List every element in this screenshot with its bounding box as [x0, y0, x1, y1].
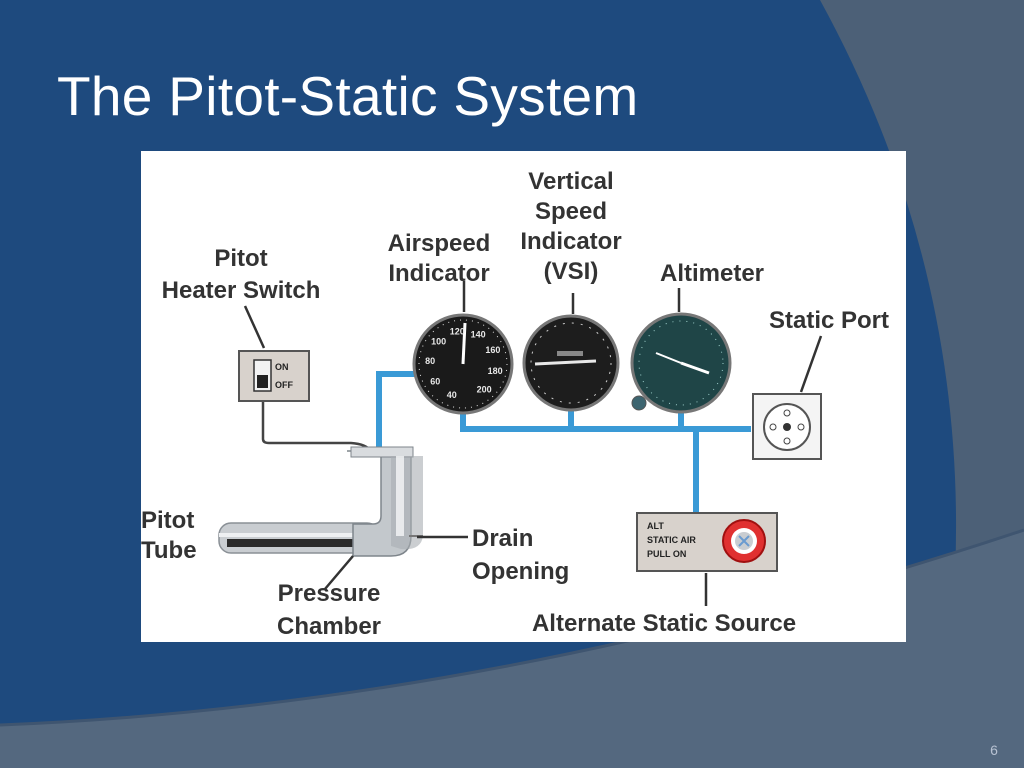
- slide-title: The Pitot-Static System: [57, 65, 639, 127]
- slide-number: 6: [990, 742, 998, 758]
- alternate-static-source-panel: ALT STATIC AIR PULL ON: [636, 512, 778, 572]
- alt-panel-line2: STATIC AIR: [647, 535, 696, 545]
- vsi-gauge: [522, 314, 620, 412]
- vsi-label-line2: Speed: [535, 198, 607, 225]
- pitot-static-diagram: ON OFF 40 60 80 100 120 140 160 180 200: [141, 151, 906, 642]
- leader-lines: [243, 281, 823, 606]
- airspeed-indicator-gauge: 40 60 80 100 120 140 160 180 200: [412, 313, 514, 415]
- airspeed-tick-label: 180: [488, 366, 503, 376]
- switch-off-label: OFF: [275, 380, 293, 390]
- vsi-label-line3: Indicator: [520, 228, 621, 255]
- pitot-heater-switch: ON OFF: [238, 350, 310, 402]
- drain-label-line2: Opening: [472, 558, 569, 585]
- altimeter-label: Altimeter: [660, 260, 764, 287]
- static-port-label: Static Port: [769, 307, 889, 334]
- airspeed-tick-label: 60: [430, 377, 440, 387]
- airspeed-tick-label: 40: [447, 390, 457, 400]
- airspeed-tick-label: 100: [431, 337, 446, 347]
- airspeed-tick-label: 80: [425, 356, 435, 366]
- alternate-static-label: Alternate Static Source: [532, 610, 796, 637]
- heater-label-line1: Pitot: [214, 245, 267, 272]
- pitot-tube: [218, 446, 423, 557]
- pressure-chamber-label-line2: Chamber: [277, 613, 381, 640]
- altimeter-gauge: [630, 312, 732, 414]
- static-port: [752, 393, 822, 460]
- airspeed-label-line2: Indicator: [388, 260, 489, 287]
- airspeed-tick-label: 140: [471, 330, 486, 340]
- airspeed-tick-label: 120: [450, 327, 465, 337]
- vsi-label-line4: (VSI): [544, 258, 599, 285]
- alt-panel-line3: PULL ON: [647, 549, 686, 559]
- airspeed-tick-label: 160: [485, 345, 500, 355]
- airspeed-tick-label: 200: [477, 384, 492, 394]
- pitot-tube-label-line2: Tube: [141, 537, 197, 564]
- alt-panel-line1: ALT: [647, 521, 664, 531]
- switch-on-label: ON: [275, 362, 289, 372]
- pitot-tube-label-line1: Pitot: [141, 507, 194, 534]
- heater-wire: [261, 401, 373, 452]
- heater-label-line2: Heater Switch: [162, 277, 321, 304]
- vsi-label-line1: Vertical: [528, 168, 613, 195]
- drain-label-line1: Drain: [472, 525, 533, 552]
- diagram-labels: Vertical Speed Indicator (VSI) Airspeed …: [141, 168, 889, 640]
- pressure-chamber-label-line1: Pressure: [278, 580, 381, 607]
- airspeed-label-line1: Airspeed: [388, 230, 491, 257]
